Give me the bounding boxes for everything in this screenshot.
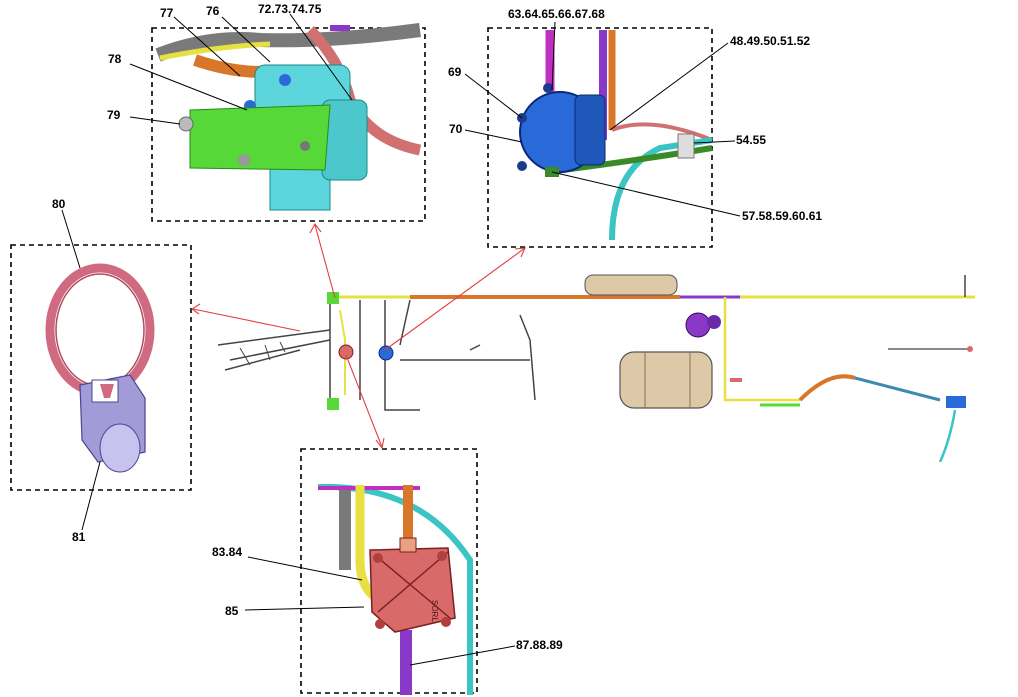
callout-78: 78 xyxy=(108,52,122,66)
callout-63-68: 63.64.65.66.67.68 xyxy=(508,7,605,21)
main-pipeline-layout xyxy=(217,274,975,463)
callout-69: 69 xyxy=(448,65,462,79)
red-valve-detail: SORL xyxy=(317,483,473,695)
callout-57-61: 57.58.59.60.61 xyxy=(742,209,823,223)
callout-85: 85 xyxy=(225,604,239,618)
blue-valve-detail xyxy=(517,30,713,241)
detail-frame-blue-valve xyxy=(487,27,713,248)
pointer-arrows xyxy=(191,222,526,450)
callout-87-89: 87.88.89 xyxy=(516,638,563,652)
detail-frame-red-valve xyxy=(300,448,478,694)
detail-frame-pipe-clamp xyxy=(10,244,192,491)
valve-stamp-label: SORL xyxy=(430,600,439,622)
callout-76: 76 xyxy=(206,4,220,18)
callout-70: 70 xyxy=(449,122,463,136)
callout-83-84: 83.84 xyxy=(212,545,243,559)
callout-72-75: 72.73.74.75 xyxy=(258,2,322,16)
callout-79: 79 xyxy=(107,108,121,122)
leader-lines xyxy=(61,13,741,666)
callout-80: 80 xyxy=(52,197,66,211)
detail-frame-relay-valve xyxy=(151,27,426,222)
callout-48-52: 48.49.50.51.52 xyxy=(730,34,811,48)
callout-77: 77 xyxy=(160,6,174,20)
callout-81: 81 xyxy=(72,530,86,544)
callout-54-55: 54.55 xyxy=(736,133,767,147)
pipe-clamp-detail xyxy=(45,263,155,473)
relay-valve-detail xyxy=(155,23,422,211)
